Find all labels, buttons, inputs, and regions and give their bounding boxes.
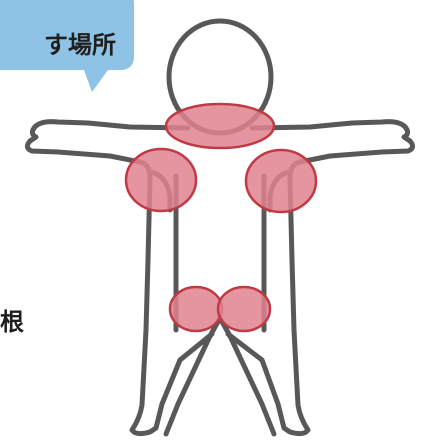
right-armpit-highlight — [126, 149, 196, 211]
callout-text: す場所 — [0, 12, 126, 72]
neck-highlight — [166, 104, 274, 148]
left-groin-highlight — [218, 287, 270, 331]
human-outline — [27, 21, 412, 434]
side-label: 根 — [0, 302, 24, 337]
left-armpit-highlight — [246, 150, 316, 212]
highlight-regions — [126, 104, 316, 331]
right-groin-highlight — [170, 287, 222, 331]
